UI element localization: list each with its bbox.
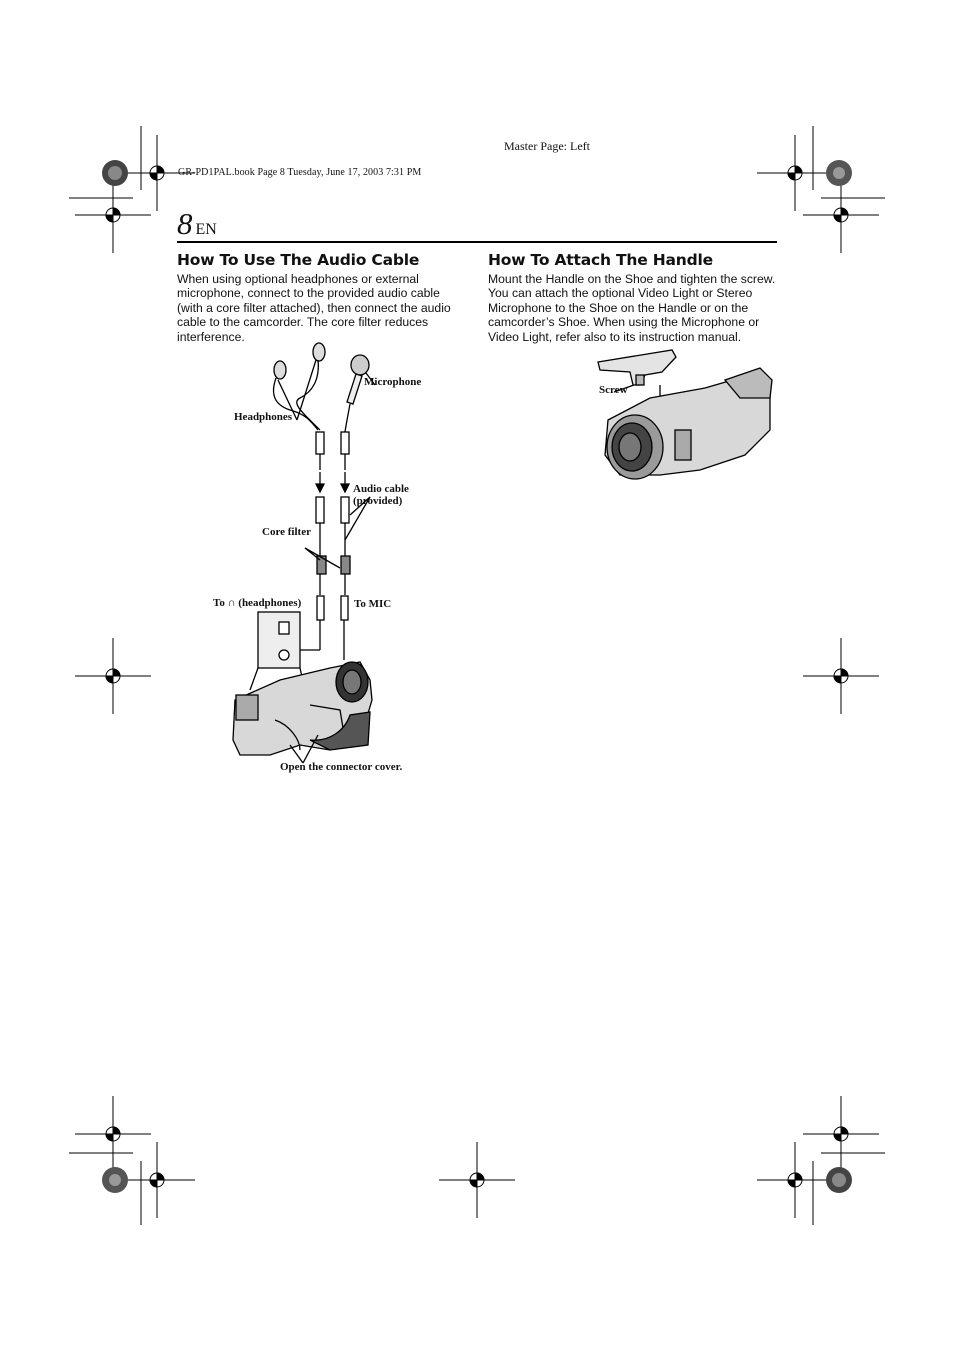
headphones-icon: ∩ xyxy=(227,597,236,609)
audio-cable-label-line1: Audio cable xyxy=(353,483,409,495)
book-info-slug: GR-PD1PAL.book Page 8 Tuesday, June 17, … xyxy=(178,167,422,178)
screw-label: Screw xyxy=(599,384,628,396)
language-code: EN xyxy=(195,221,217,238)
registration-mark xyxy=(757,1142,833,1218)
registration-mark xyxy=(119,135,195,211)
to-headphones-suffix: (headphones) xyxy=(238,597,302,609)
to-headphones-label: To ∩ (headphones) xyxy=(213,597,301,609)
open-connector-cover-label: Open the connector cover. xyxy=(280,761,403,773)
registration-mark xyxy=(803,638,879,714)
core-filter-right xyxy=(340,555,351,575)
registration-mark xyxy=(119,1142,195,1218)
color-rosette xyxy=(102,160,852,1193)
registration-mark xyxy=(75,177,151,253)
headphone-earbud-right xyxy=(312,342,326,362)
headphone-earbud-left xyxy=(273,360,287,380)
core-filter-left xyxy=(316,555,327,575)
audio-cable-body: When using optional headphones or extern… xyxy=(177,272,451,344)
audio-cable-heading: How To Use The Audio Cable xyxy=(177,251,420,269)
registration-mark xyxy=(75,1096,151,1172)
header-rule xyxy=(177,241,777,243)
handle-heading: How To Attach The Handle xyxy=(488,251,713,269)
to-mic-label: To MIC xyxy=(354,598,392,610)
registration-mark xyxy=(439,1142,515,1218)
page-number-value: 8 xyxy=(177,206,193,241)
jack-panel-inset xyxy=(257,611,301,669)
core-filter-label: Core filter xyxy=(262,526,311,538)
to-headphones-prefix: To xyxy=(213,597,225,609)
audio-cable-label-line2: (provided) xyxy=(353,495,403,507)
registration-mark xyxy=(75,638,151,714)
handle-body: Mount the Handle on the Shoe and tighten… xyxy=(488,272,776,344)
headphones-label: Headphones xyxy=(234,411,293,423)
microphone-label: Microphone xyxy=(364,376,422,388)
registration-mark xyxy=(803,1096,879,1172)
registration-mark xyxy=(803,177,879,253)
master-page-label: Master Page: Left xyxy=(504,139,590,153)
registration-mark xyxy=(757,135,833,211)
